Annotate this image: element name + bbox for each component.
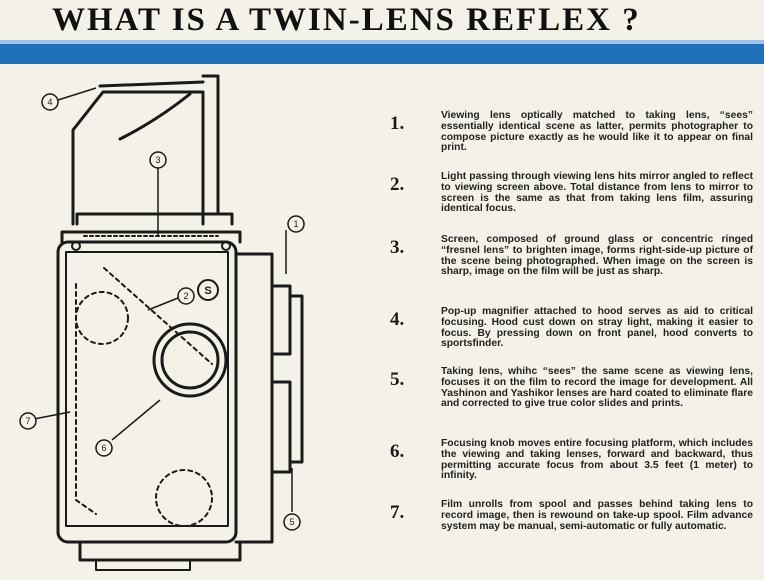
lens-panel-upper <box>270 284 292 356</box>
step-number: 2. <box>390 174 405 195</box>
take-up-spool <box>155 469 213 527</box>
callout-7: 7 <box>19 412 37 430</box>
svg-text:1: 1 <box>293 219 298 229</box>
step-text: Screen, composed of ground glass or conc… <box>441 234 753 278</box>
svg-text:2: 2 <box>183 291 188 301</box>
magnifier-hinge <box>118 92 192 141</box>
callout-6: 6 <box>95 439 113 457</box>
callout-2: 2 <box>177 287 195 305</box>
title-bar <box>0 44 764 64</box>
step-number: 3. <box>390 237 405 258</box>
callout-4: 4 <box>41 93 59 111</box>
camera-diagram: S 4 3 1 2 7 6 5 <box>19 74 305 571</box>
svg-text:7: 7 <box>25 416 30 426</box>
shutter-symbol: S <box>204 285 211 297</box>
title-bar-shadow <box>0 40 764 44</box>
step-text: Pop-up magnifier attached to hood serves… <box>441 306 753 350</box>
strap-lug-left <box>71 241 81 251</box>
body-inner-outline <box>65 251 229 527</box>
focus-ring <box>288 294 304 464</box>
step-text: Viewing lens optically matched to taking… <box>441 110 753 154</box>
callout-1: 1 <box>287 215 305 233</box>
viewfinder-hood <box>71 74 234 226</box>
shutter-dial <box>197 279 219 301</box>
step-number: 4. <box>390 309 405 330</box>
front-panel <box>234 252 274 544</box>
step-text: Focusing knob moves entire focusing plat… <box>441 438 753 482</box>
callout-5: 5 <box>283 513 301 531</box>
supply-spool <box>75 291 129 345</box>
callout-3: 3 <box>149 151 167 169</box>
film-path <box>75 283 97 515</box>
step-number: 1. <box>390 113 405 134</box>
page-title: WHAT IS A TWIN-LENS REFLEX ? <box>52 2 641 38</box>
strap-lug-right <box>221 241 231 251</box>
camera-body <box>56 240 238 544</box>
step-number: 6. <box>390 441 405 462</box>
svg-text:4: 4 <box>47 97 52 107</box>
camera-foot <box>95 559 191 571</box>
step-text: Taking lens, whihc “sees” the same scene… <box>441 366 753 410</box>
camera-base <box>78 540 242 562</box>
body-top-ledge <box>60 230 242 244</box>
svg-text:5: 5 <box>289 517 294 527</box>
step-text: Film unrolls from spool and passes behin… <box>441 499 753 532</box>
step-text: Light passing through viewing lens hits … <box>441 171 753 215</box>
step-number: 5. <box>390 369 405 390</box>
mirror-path <box>103 267 213 365</box>
taking-lens <box>152 322 228 398</box>
lens-panel-lower <box>270 380 292 474</box>
svg-text:6: 6 <box>101 443 106 453</box>
step-number: 7. <box>390 502 405 523</box>
svg-text:3: 3 <box>155 155 160 165</box>
